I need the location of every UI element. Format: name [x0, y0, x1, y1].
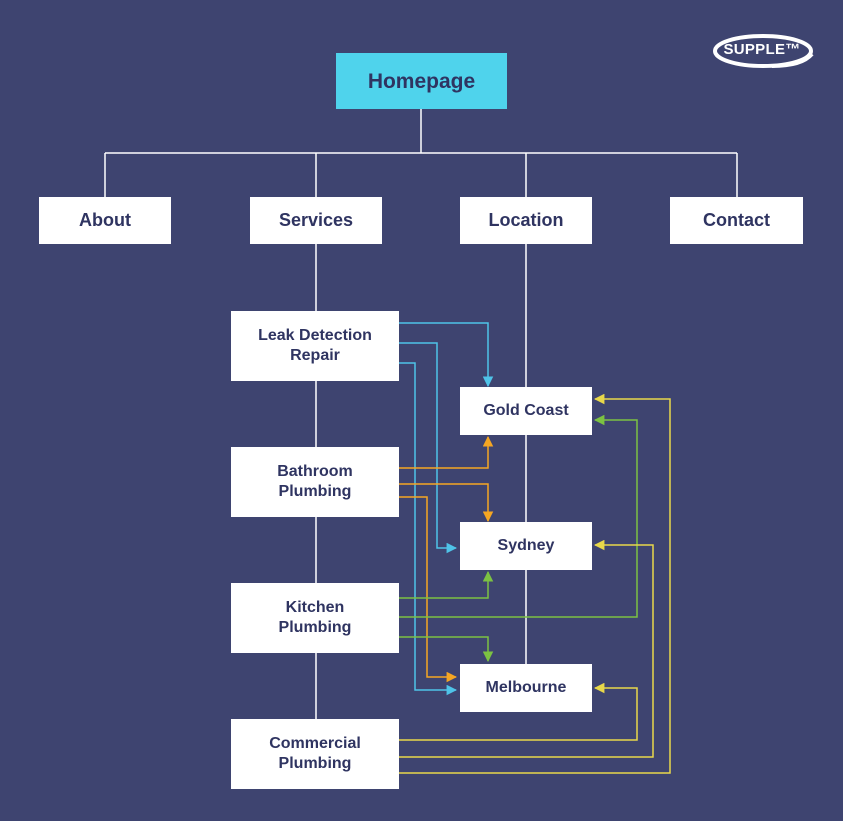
commercial-line2: Plumbing	[278, 755, 352, 772]
kitchen-line2: Plumbing	[278, 619, 352, 636]
location-node: Location	[460, 197, 592, 244]
homepage-label: Homepage	[367, 69, 476, 93]
leak-detection-node: Leak Detection Repair	[231, 311, 399, 381]
bathroom-line1: Bathroom	[277, 463, 353, 480]
services-label: Services	[278, 210, 354, 230]
homepage-node: Homepage	[336, 53, 507, 109]
bathroom-line2: Plumbing	[278, 483, 352, 500]
sydney-label: Sydney	[497, 537, 555, 554]
gold-coast-node: Gold Coast	[460, 387, 592, 435]
services-node: Services	[250, 197, 382, 244]
contact-node: Contact	[670, 197, 803, 244]
contact-label: Contact	[703, 210, 770, 230]
melbourne-label: Melbourne	[485, 679, 567, 696]
kitchen-plumbing-node: Kitchen Plumbing	[231, 583, 399, 653]
kitchen-links	[398, 414, 638, 663]
leak-links	[398, 322, 494, 696]
bathroom-links	[398, 435, 494, 683]
leak-detection-line2: Repair	[290, 347, 340, 364]
location-label: Location	[488, 210, 564, 230]
kitchen-line1: Kitchen	[285, 599, 345, 616]
leak-detection-line1: Leak Detection	[258, 327, 372, 344]
commercial-line1: Commercial	[269, 735, 361, 752]
tree-lines	[104, 108, 738, 720]
sydney-node: Sydney	[460, 522, 592, 570]
gold-coast-label: Gold Coast	[483, 402, 569, 419]
commercial-plumbing-node: Commercial Plumbing	[231, 719, 399, 789]
logo-text: SUPPLE™	[723, 41, 801, 58]
melbourne-node: Melbourne	[460, 664, 592, 712]
about-label: About	[79, 210, 131, 230]
about-node: About	[39, 197, 171, 244]
supple-logo	[713, 34, 814, 68]
bathroom-plumbing-node: Bathroom Plumbing	[231, 447, 399, 517]
commercial-links	[398, 393, 671, 774]
